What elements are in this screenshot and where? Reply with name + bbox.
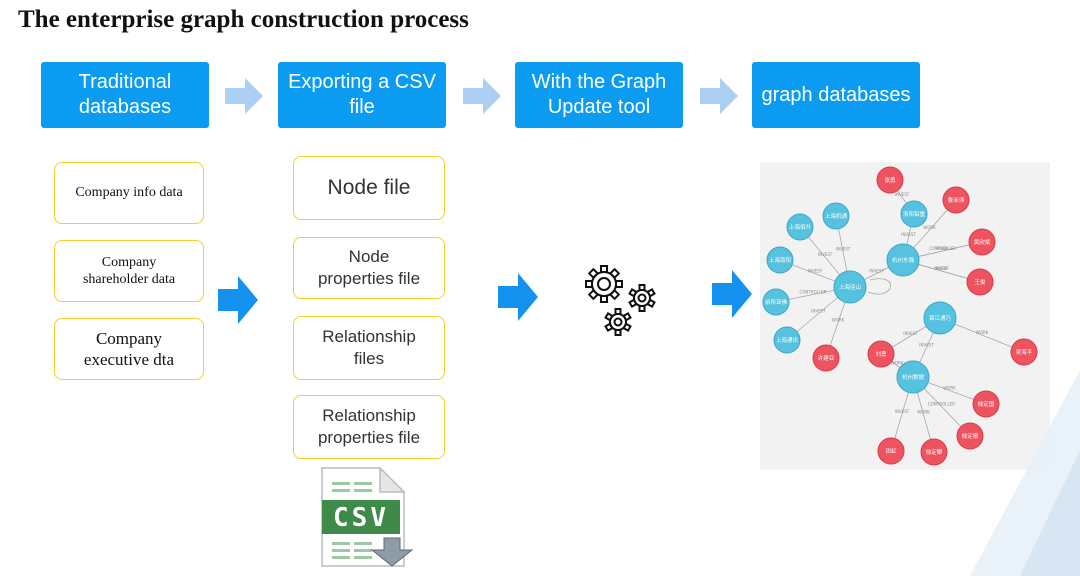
graph-self-loop	[867, 278, 891, 295]
graph-edge-label: INVEST	[836, 247, 851, 252]
graph-node-label: 徐定国	[978, 400, 995, 408]
company-node	[886, 243, 920, 277]
graph-edge-label: WORK	[976, 330, 989, 335]
right-arrow-icon	[700, 78, 738, 114]
company-node	[766, 246, 794, 274]
graph-node-label: 上海机通	[825, 212, 848, 220]
csv-file-download-icon: CSV	[321, 466, 414, 567]
file-node-properties: Node properties file	[293, 237, 445, 299]
graph-edge-label: WORK	[917, 410, 930, 415]
source-company-executive: Company executive dta	[54, 318, 204, 380]
gears-icon	[585, 265, 656, 336]
graph-node-label: 田虹	[885, 447, 897, 455]
graph-node-label: 吴海平	[1016, 348, 1033, 356]
page-title: The enterprise graph construction proces…	[18, 6, 469, 33]
graph-node-label: 黄欣斌	[974, 238, 991, 246]
graph-edge-label: WORK	[936, 246, 949, 251]
graph-node-label: 刘勇	[875, 350, 886, 358]
person-node	[920, 438, 948, 466]
graph-edge-label: INVEST	[934, 266, 949, 271]
graph-edge-label: INVEST	[869, 269, 884, 274]
decorative-corner	[970, 370, 1080, 576]
graph-edge-label: WORK	[943, 386, 956, 391]
person-node	[956, 422, 984, 450]
person-node	[877, 437, 905, 465]
person-node	[812, 344, 840, 372]
graph-node-label: 徐定根	[962, 432, 979, 440]
step-graph-update-tool: With the Graph Update tool	[515, 62, 683, 128]
company-node	[822, 202, 850, 230]
graph-node-label: 前所亚佛	[765, 298, 788, 306]
step-export-csv: Exporting a CSV file	[278, 62, 446, 128]
file-relationship: Relationship files	[293, 316, 445, 380]
graph-edge-label: INVEST	[903, 331, 918, 336]
graph-node-label: 杭州东瀚	[892, 256, 915, 264]
graph-edge-label: INVEST	[811, 309, 826, 314]
step-graph-databases: graph databases	[752, 62, 920, 128]
company-node	[896, 360, 930, 394]
person-node	[972, 390, 1000, 418]
graph-edge-label: INVEST	[901, 232, 916, 237]
graph-edge-label: INVEST	[919, 343, 934, 348]
graph-canvas: INVESTINVESTWORKWORKCONTROLLERWORKINVEST…	[762, 166, 1038, 466]
graph-edge-label: CONTROLLER	[928, 402, 955, 407]
graph-node-label: 许建亚	[818, 354, 835, 362]
person-node	[1010, 338, 1038, 366]
graph-node-label: 上海佰升	[789, 223, 812, 231]
graph-edge-label: WORK	[832, 318, 845, 323]
person-node	[876, 166, 904, 194]
person-node	[966, 268, 994, 296]
file-node: Node file	[293, 156, 445, 220]
file-relationship-properties: Relationship properties file	[293, 395, 445, 459]
graph-edge-label: WORK	[891, 361, 904, 366]
person-node	[942, 186, 970, 214]
graph-node-label: 张勇	[884, 176, 895, 184]
graph-edge-label: CONTROLLER	[799, 290, 826, 295]
graph-node-label: 鲁泳涛	[948, 196, 965, 204]
graph-node-label: 浙阳铝重	[903, 210, 926, 218]
right-arrow-icon	[498, 273, 538, 321]
graph-node-label: 上海佳山	[839, 283, 861, 291]
graph-node-label: 锦江通乃	[929, 314, 951, 322]
person-node	[867, 340, 895, 368]
step-traditional-databases: Traditional databases	[41, 62, 209, 128]
company-node	[762, 288, 790, 316]
source-company-shareholder: Company shareholder data	[54, 240, 204, 302]
right-arrow-icon	[463, 78, 501, 114]
person-node	[968, 228, 996, 256]
graph-edge-label: INVEST	[895, 192, 910, 197]
graph-edge-label: WORK	[923, 225, 936, 230]
right-arrow-icon	[218, 276, 258, 324]
graph-edge-label: CONTROLLER	[929, 246, 956, 251]
graph-edge-label: INVEST	[895, 409, 910, 414]
company-node	[786, 213, 814, 241]
company-node	[900, 200, 928, 228]
graph-edge-label: INVEST	[808, 269, 823, 274]
company-node	[923, 301, 957, 335]
source-company-info: Company info data	[54, 162, 204, 224]
right-arrow-icon	[712, 270, 752, 318]
company-node	[773, 326, 801, 354]
graph-node-label: 杭州数据	[902, 373, 925, 381]
graph-node-label: 徐定攀	[926, 448, 943, 456]
graph-node-label: 上海南阳	[769, 256, 791, 264]
company-node	[833, 270, 867, 304]
graph-edge-label: WORK	[935, 266, 948, 271]
right-arrow-icon	[225, 78, 263, 114]
csv-label: CSV	[333, 503, 389, 533]
graph-node-label: 上海通讯	[776, 336, 799, 344]
graph-edge-label: INVEST	[818, 252, 833, 257]
graph-node-label: 王俊	[974, 278, 986, 286]
